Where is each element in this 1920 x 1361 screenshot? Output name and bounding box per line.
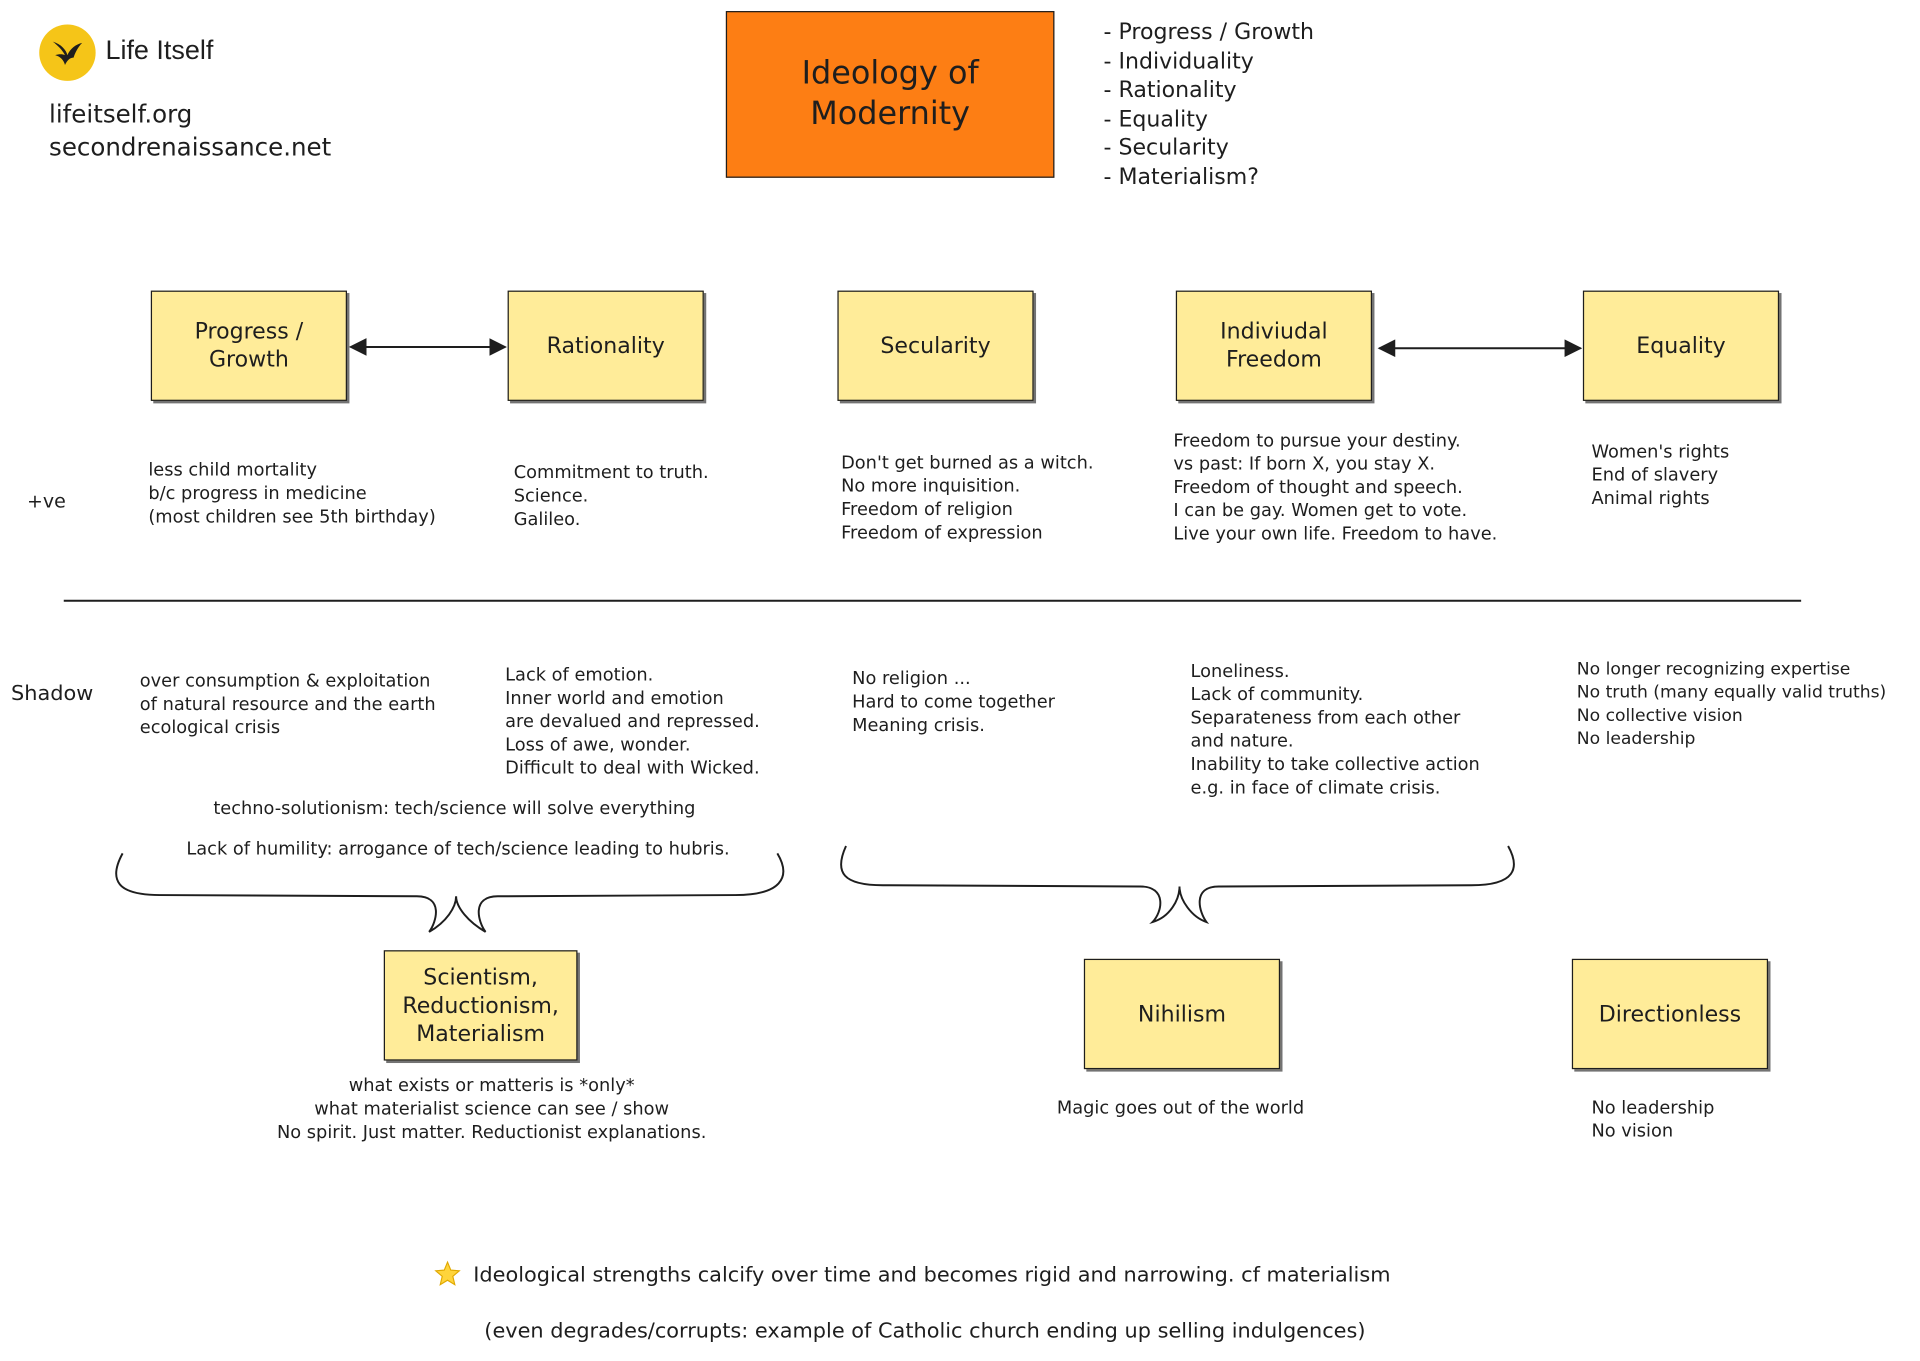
title-list-item: - Progress / Growth [1103, 19, 1315, 46]
outcome-box-nihilism: Nihilism [1083, 958, 1281, 1070]
left-brace [115, 852, 785, 933]
star-icon [434, 1260, 461, 1292]
positive-notes-progress: less child mortality b/c progress in med… [148, 461, 436, 528]
logo-badge [39, 24, 96, 81]
title-box: Ideology of Modernity [725, 11, 1055, 178]
positive-notes-secularity: Don't get burned as a witch. No more inq… [841, 453, 1094, 544]
outcome-box-scientism: Scientism, Reductionism, Materialism [383, 950, 578, 1061]
title-list-item: - Materialism? [1103, 163, 1259, 190]
positive-notes-freedom: Freedom to pursue your destiny. vs past:… [1173, 431, 1498, 545]
shadow-notes-rationality: Lack of emotion. Inner world and emotion… [505, 665, 760, 779]
header-links: lifeitself.org secondrenaissance.net [49, 98, 331, 164]
positive-notes-rationality: Commitment to truth. Science. Galileo. [513, 463, 709, 530]
link-secondrenaissance[interactable]: secondrenaissance.net [49, 132, 332, 162]
pillar-box-progress: Progress / Growth [150, 290, 347, 401]
title-list-item: - Rationality [1103, 77, 1237, 103]
positive-notes-equality: Women's rights End of slavery Animal rig… [1591, 442, 1730, 509]
outcome-notes-scientism: what exists or matteris is *only* what m… [276, 1076, 707, 1143]
shadow-notes-secularity: No religion ... Hard to come together Me… [852, 669, 1055, 736]
middle-brace [840, 845, 1515, 925]
shadow-notes-equality: No longer recognizing expertise No truth… [1576, 659, 1887, 750]
footer-line-2: (even degrades/corrupts: example of Cath… [484, 1319, 1366, 1344]
swallow-icon [52, 41, 83, 65]
pillar-box-secularity: Secularity [837, 290, 1034, 401]
shadow-techno-solutionism: techno-solutionism: tech/science will so… [213, 799, 696, 820]
pillar-box-equality: Equality [1582, 290, 1780, 401]
outcome-notes-nihilism: Magic goes out of the world [1056, 1098, 1305, 1119]
link-lifeitself[interactable]: lifeitself.org [49, 99, 193, 129]
shadow-notes-freedom: Loneliness. Lack of community. Separaten… [1190, 662, 1480, 799]
row-label-positive: +ve [26, 490, 66, 513]
outcome-notes-directionless: No leadership No vision [1591, 1098, 1715, 1142]
pillar-box-rationality: Rationality [507, 290, 704, 401]
title-list-item: - Equality [1103, 106, 1208, 132]
outcome-box-directionless: Directionless [1571, 958, 1769, 1070]
title-list: - Progress / Growth - Individuality - Ra… [1103, 18, 1314, 191]
shadow-notes-progress: over consumption & exploitation of natur… [139, 671, 436, 739]
row-label-shadow: Shadow [11, 681, 94, 707]
title-list-item: - Individuality [1103, 48, 1254, 75]
logo-text: Life Itself [105, 34, 214, 65]
pillar-box-freedom: Indiviudal Freedom [1175, 290, 1373, 401]
shadow-lack-of-humility: Lack of humility: arrogance of tech/scie… [186, 839, 730, 860]
title-list-item: - Secularity [1103, 134, 1229, 161]
footer-line-1: Ideological strengths calcify over time … [473, 1262, 1391, 1288]
